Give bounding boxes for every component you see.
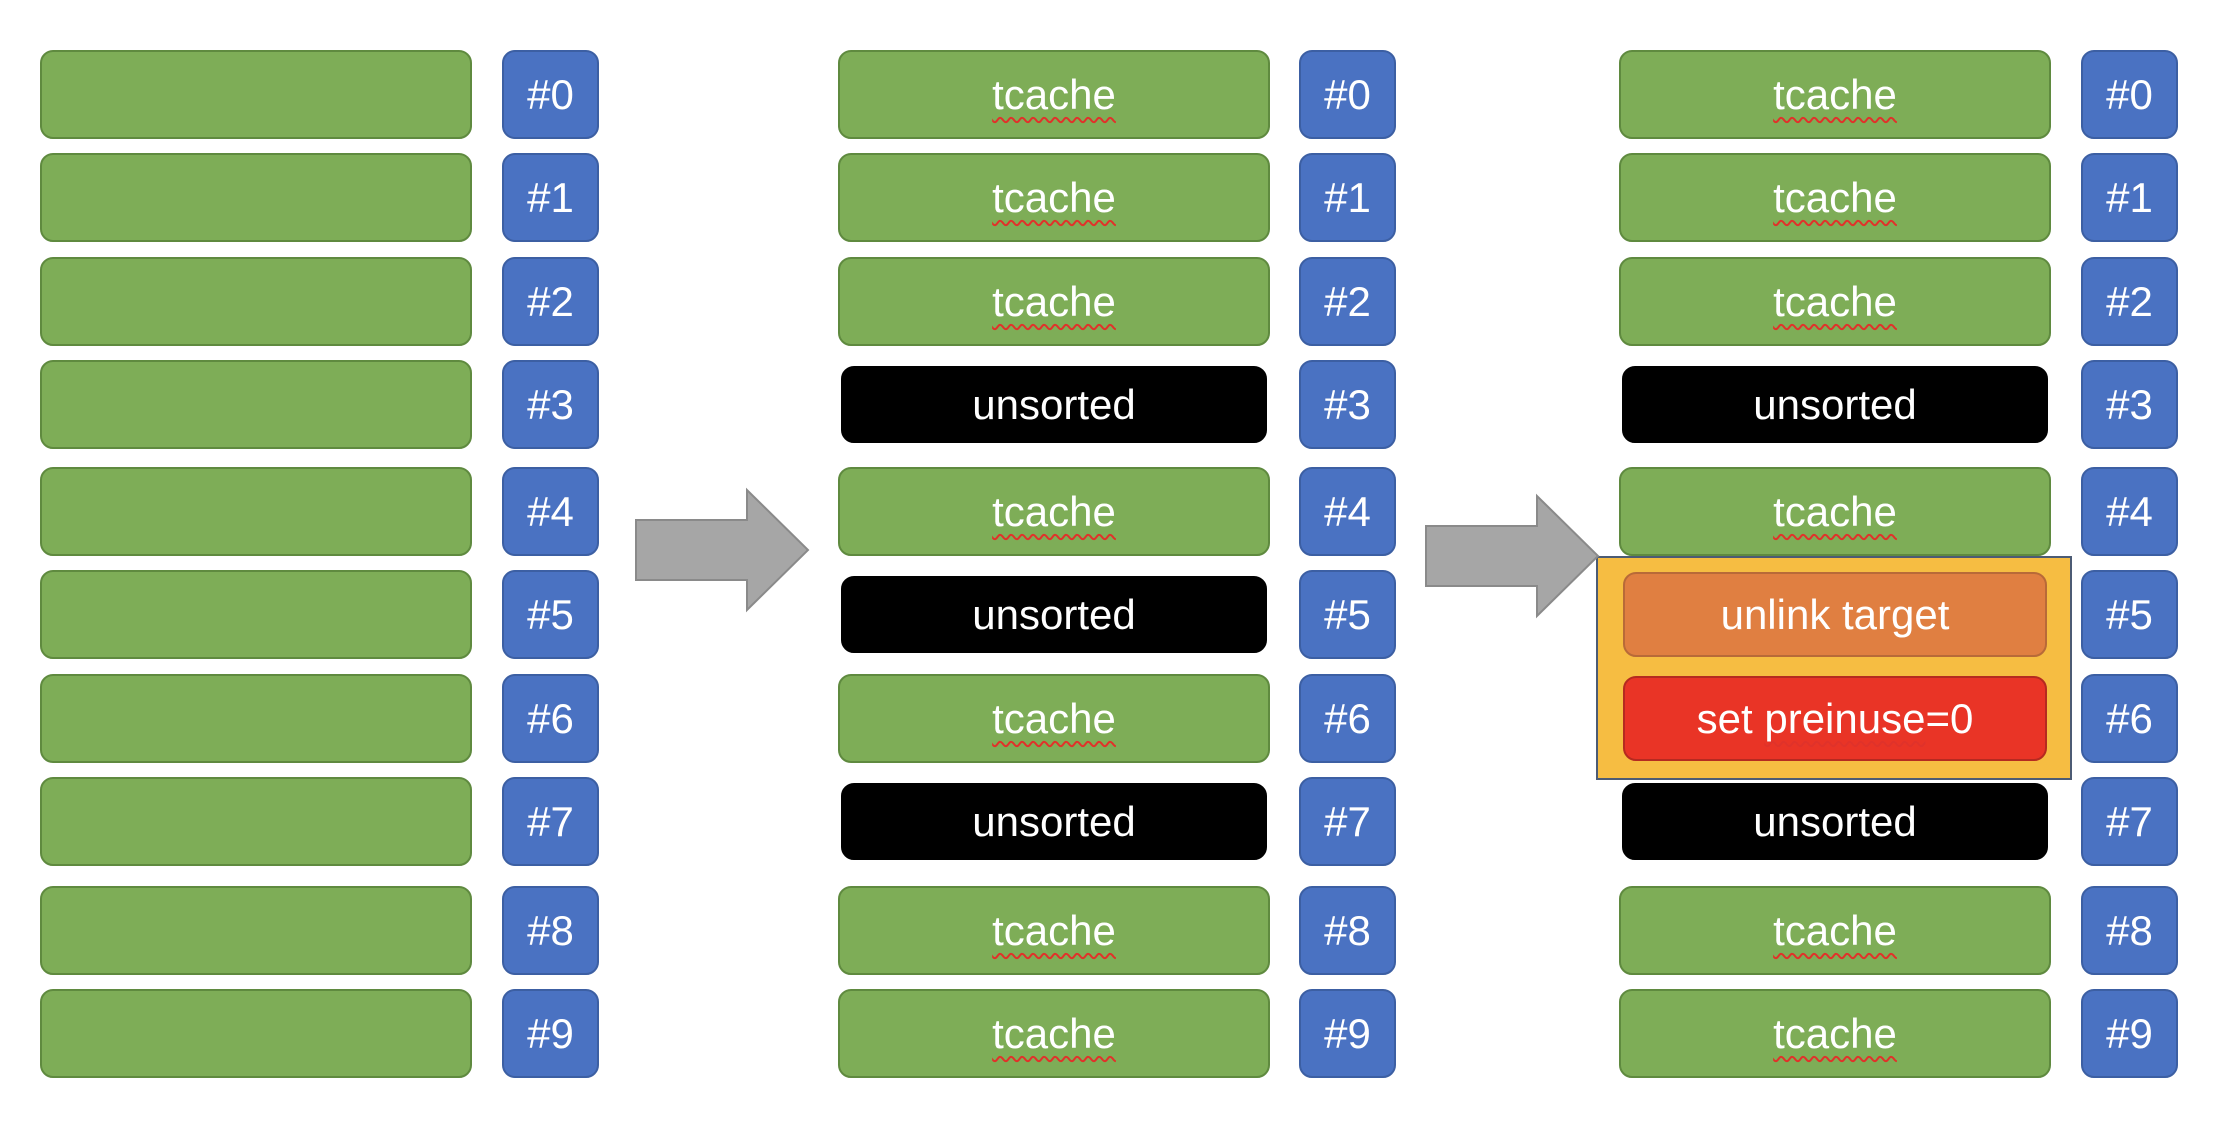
chunk-label: tcache bbox=[1773, 70, 1897, 118]
chunk-tcache-4: tcache bbox=[838, 467, 1270, 556]
chunk-index-badge-1: #1 bbox=[502, 153, 599, 242]
chunk-index-badge-0: #0 bbox=[1299, 50, 1396, 139]
chunk-label: tcache bbox=[1773, 173, 1897, 221]
chunk-index-badge-0: #0 bbox=[2081, 50, 2178, 139]
chunk-index-badge-8: #8 bbox=[1299, 886, 1396, 975]
chunk-index-badge-1: #1 bbox=[1299, 153, 1396, 242]
chunk-tcache-8 bbox=[40, 886, 472, 975]
chunk-index-badge-9: #9 bbox=[1299, 989, 1396, 1078]
chunk-label: unsorted bbox=[1753, 797, 1917, 845]
chunk-label: unsorted bbox=[972, 797, 1136, 845]
chunk-index-badge-7: #7 bbox=[2081, 777, 2178, 866]
chunk-index-badge-7: #7 bbox=[1299, 777, 1396, 866]
chunk-index-badge-0: #0 bbox=[502, 50, 599, 139]
chunk-label: tcache bbox=[1773, 487, 1897, 535]
chunk-tcache-8: tcache bbox=[838, 886, 1270, 975]
chunk-label: tcache bbox=[1773, 1009, 1897, 1057]
chunk-index-badge-8: #8 bbox=[2081, 886, 2178, 975]
chunk-tcache-5 bbox=[40, 570, 472, 659]
chunk-tcache-2: tcache bbox=[1619, 257, 2051, 346]
chunk-tcache-8: tcache bbox=[1619, 886, 2051, 975]
chunk-index-badge-5: #5 bbox=[502, 570, 599, 659]
chunk-tcache-1: tcache bbox=[838, 153, 1270, 242]
chunk-index-badge-2: #2 bbox=[1299, 257, 1396, 346]
chunk-tcache-4: tcache bbox=[1619, 467, 2051, 556]
step-arrow-icon-1 bbox=[635, 487, 810, 613]
chunk-index-badge-4: #4 bbox=[2081, 467, 2178, 556]
chunk-index-badge-6: #6 bbox=[1299, 674, 1396, 763]
chunk-label: tcache bbox=[992, 487, 1116, 535]
chunk-tcache-2: tcache bbox=[838, 257, 1270, 346]
chunk-label: tcache bbox=[992, 277, 1116, 325]
chunk-black-7: unsorted bbox=[841, 783, 1267, 860]
chunk-index-badge-2: #2 bbox=[502, 257, 599, 346]
chunk-black-3: unsorted bbox=[841, 366, 1267, 443]
chunk-tcache-1: tcache bbox=[1619, 153, 2051, 242]
chunk-label: unsorted bbox=[1753, 380, 1917, 428]
chunk-tcache-2 bbox=[40, 257, 472, 346]
chunk-red-6: set preinuse=0 bbox=[1623, 676, 2047, 761]
chunk-index-badge-1: #1 bbox=[2081, 153, 2178, 242]
chunk-label: unsorted bbox=[972, 380, 1136, 428]
chunk-tcache-9: tcache bbox=[1619, 989, 2051, 1078]
chunk-index-badge-8: #8 bbox=[502, 886, 599, 975]
chunk-index-badge-3: #3 bbox=[2081, 360, 2178, 449]
step-arrow-icon-2 bbox=[1425, 493, 1600, 619]
chunk-index-badge-6: #6 bbox=[502, 674, 599, 763]
chunk-tcache-0 bbox=[40, 50, 472, 139]
chunk-label: tcache bbox=[992, 906, 1116, 954]
chunk-label: tcache bbox=[992, 173, 1116, 221]
chunk-label: tcache bbox=[992, 1009, 1116, 1057]
chunk-label: tcache bbox=[1773, 906, 1897, 954]
chunk-tcache-9 bbox=[40, 989, 472, 1078]
chunk-orange-5: unlink target bbox=[1623, 572, 2047, 657]
chunk-tcache-3 bbox=[40, 360, 472, 449]
chunk-label: tcache bbox=[992, 694, 1116, 742]
chunk-index-badge-2: #2 bbox=[2081, 257, 2178, 346]
chunk-label: set preinuse=0 bbox=[1696, 694, 1974, 742]
chunk-index-badge-6: #6 bbox=[2081, 674, 2178, 763]
chunk-black-3: unsorted bbox=[1622, 366, 2048, 443]
chunk-index-badge-4: #4 bbox=[1299, 467, 1396, 556]
chunk-tcache-6: tcache bbox=[838, 674, 1270, 763]
chunk-label: tcache bbox=[992, 70, 1116, 118]
chunk-index-badge-5: #5 bbox=[2081, 570, 2178, 659]
chunk-index-badge-9: #9 bbox=[502, 989, 599, 1078]
chunk-index-badge-9: #9 bbox=[2081, 989, 2178, 1078]
chunk-index-badge-3: #3 bbox=[1299, 360, 1396, 449]
chunk-tcache-7 bbox=[40, 777, 472, 866]
chunk-tcache-1 bbox=[40, 153, 472, 242]
chunk-label: unlink target bbox=[1720, 590, 1950, 638]
chunk-tcache-6 bbox=[40, 674, 472, 763]
chunk-index-badge-5: #5 bbox=[1299, 570, 1396, 659]
chunk-label: tcache bbox=[1773, 277, 1897, 325]
chunk-index-badge-4: #4 bbox=[502, 467, 599, 556]
chunk-tcache-9: tcache bbox=[838, 989, 1270, 1078]
chunk-index-badge-7: #7 bbox=[502, 777, 599, 866]
chunk-tcache-0: tcache bbox=[1619, 50, 2051, 139]
chunk-black-7: unsorted bbox=[1622, 783, 2048, 860]
chunk-tcache-0: tcache bbox=[838, 50, 1270, 139]
chunk-tcache-4 bbox=[40, 467, 472, 556]
chunk-black-5: unsorted bbox=[841, 576, 1267, 653]
chunk-index-badge-3: #3 bbox=[502, 360, 599, 449]
chunk-label: unsorted bbox=[972, 590, 1136, 638]
